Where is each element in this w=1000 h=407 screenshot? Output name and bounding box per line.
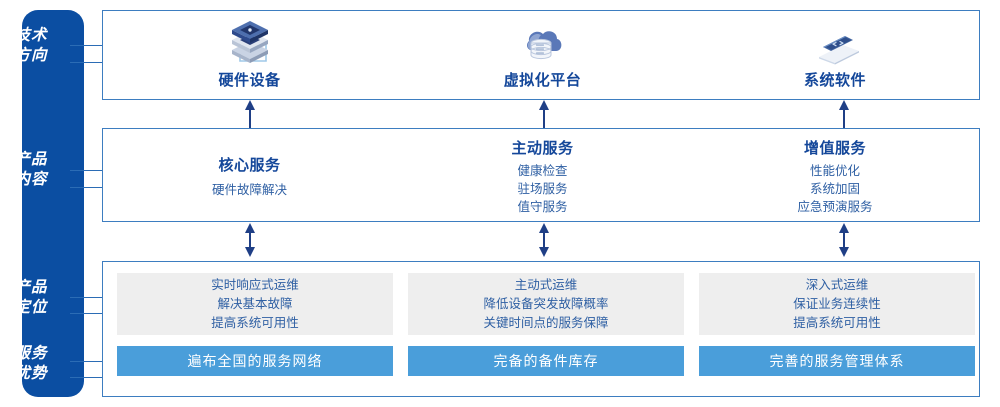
content-title-proactive: 主动服务	[511, 140, 574, 157]
connector-line	[70, 313, 110, 314]
arrow-double-proactive	[539, 223, 549, 257]
arrow-up-virtualization	[539, 100, 549, 128]
tech-label-hardware: 硬件设备	[218, 71, 281, 89]
content-item: 性能优化	[809, 164, 860, 178]
tech-column-virtualization[interactable]: 虚拟化平台	[396, 11, 689, 99]
arrow-up-system-software	[839, 100, 849, 128]
advantage-label: 完备的备件库存	[493, 353, 599, 369]
connector-line	[70, 377, 110, 378]
connector-line	[70, 45, 110, 46]
connector-line	[70, 62, 110, 63]
connector-line	[70, 361, 110, 362]
tech-column-system-software[interactable]: 系统软件	[689, 11, 981, 99]
tech-direction-panel: 硬件设备	[102, 10, 980, 100]
content-item: 健康检查	[517, 164, 568, 178]
content-title-value-added: 增值服务	[803, 140, 866, 157]
sidebar-label-line2: 内容	[14, 171, 48, 188]
advantage-bar-1[interactable]: 遍布全国的服务网络	[117, 346, 393, 376]
advantage-bar-3[interactable]: 完善的服务管理体系	[699, 346, 975, 376]
sidebar-label-line1: 技术	[14, 27, 48, 44]
sidebar-label-line2: 优势	[14, 365, 48, 382]
content-title-core: 核心服务	[218, 157, 281, 174]
sidebar-label-line1: 产品	[14, 279, 48, 296]
content-item: 系统加固	[809, 182, 860, 196]
positioning-advantage-panel: 实时响应式运维 解决基本故障 提高系统可用性 主动式运维 降低设备突发故障概率 …	[102, 261, 980, 397]
connector-line	[70, 170, 110, 171]
advantage-bar-2[interactable]: 完备的备件库存	[408, 346, 684, 376]
tech-column-hardware[interactable]: 硬件设备	[103, 11, 396, 99]
arrow-double-value-added	[839, 223, 849, 257]
sidebar-label-line2: 方向	[14, 47, 48, 64]
content-column-core[interactable]: 核心服务 硬件故障解决	[103, 129, 396, 221]
server-stack-icon	[220, 20, 280, 67]
product-content-panel: 核心服务 硬件故障解决 主动服务 健康检查 驻场服务 值守服务 增值服务 性能优…	[102, 128, 980, 222]
positioning-line: 提高系统可用性	[211, 315, 299, 330]
positioning-line: 主动式运维	[514, 277, 578, 292]
sidebar-item-product-positioning[interactable]: 产品 定位	[0, 278, 62, 318]
arrow-up-hardware	[245, 100, 255, 128]
sidebar-item-tech-direction[interactable]: 技术 方向	[0, 26, 62, 66]
connector-line	[70, 297, 110, 298]
sidebar-panel	[22, 10, 84, 397]
sidebar-label-line1: 产品	[14, 151, 48, 168]
positioning-line: 关键时间点的服务保障	[483, 315, 609, 330]
positioning-line: 提高系统可用性	[793, 315, 881, 330]
positioning-line: 实时响应式运维	[211, 277, 299, 292]
sidebar-item-service-advantage[interactable]: 服务 优势	[0, 344, 62, 384]
content-item: 应急预演服务	[797, 200, 873, 214]
tech-label-virtualization: 虚拟化平台	[503, 71, 582, 89]
tech-label-system-software: 系统软件	[803, 71, 866, 89]
positioning-line: 解决基本故障	[217, 296, 293, 311]
sidebar-label-line2: 定位	[14, 299, 48, 316]
content-column-proactive[interactable]: 主动服务 健康检查 驻场服务 值守服务	[396, 129, 689, 221]
positioning-line: 降低设备突发故障概率	[483, 296, 609, 311]
advantage-label: 完善的服务管理体系	[769, 353, 905, 369]
content-item: 值守服务	[517, 200, 568, 214]
positioning-line: 深入式运维	[805, 277, 869, 292]
sidebar-item-product-content[interactable]: 产品 内容	[0, 150, 62, 190]
sidebar-label-line1: 服务	[14, 345, 48, 362]
positioning-card-3[interactable]: 深入式运维 保证业务连续性 提高系统可用性	[699, 273, 975, 335]
arrow-двойная-core	[245, 223, 255, 257]
positioning-card-2[interactable]: 主动式运维 降低设备突发故障概率 关键时间点的服务保障	[408, 273, 684, 335]
cloud-database-icon	[513, 21, 573, 67]
positioning-line: 保证业务连续性	[793, 296, 881, 311]
content-column-value-added[interactable]: 增值服务 性能优化 系统加固 应急预演服务	[689, 129, 981, 221]
content-item: 硬件故障解决	[211, 183, 287, 197]
laptop-code-icon	[805, 21, 865, 67]
connector-line	[70, 187, 110, 188]
content-item: 驻场服务	[517, 182, 568, 196]
positioning-card-1[interactable]: 实时响应式运维 解决基本故障 提高系统可用性	[117, 273, 393, 335]
advantage-label: 遍布全国的服务网络	[187, 353, 323, 369]
